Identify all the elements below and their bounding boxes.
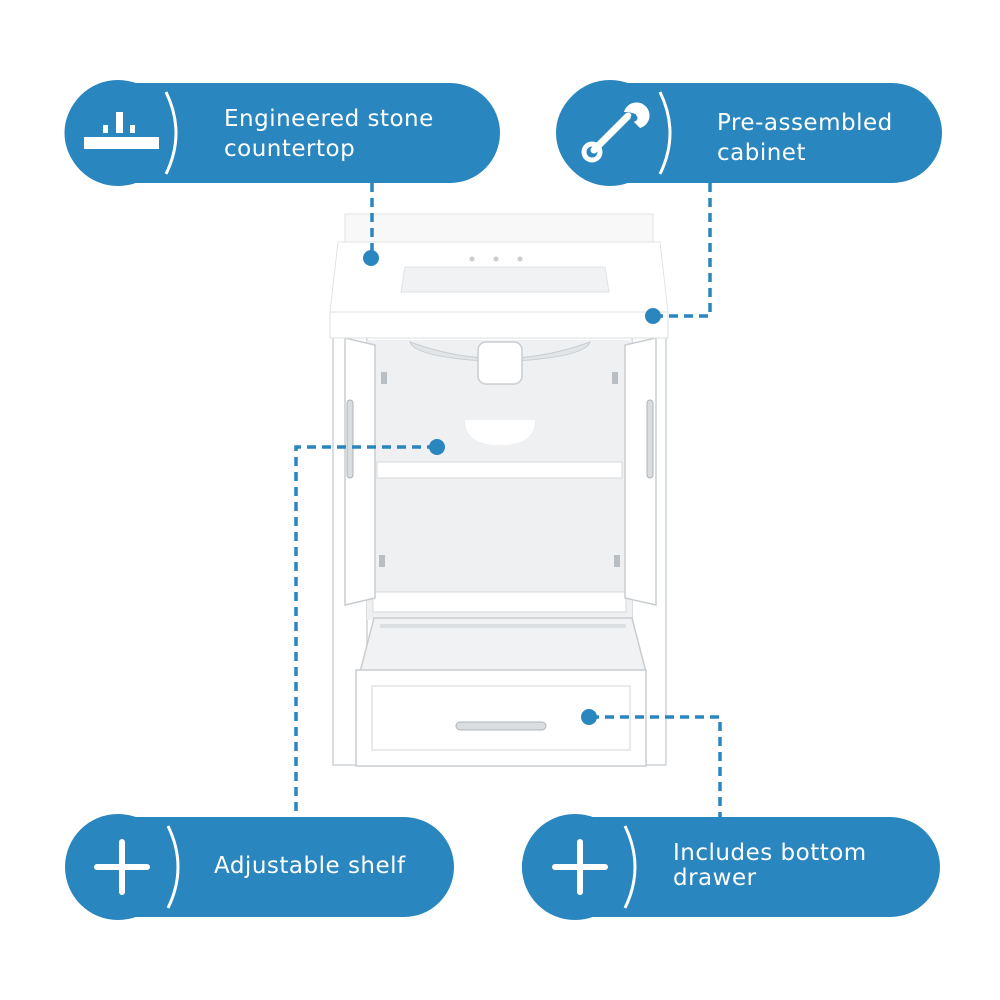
plus-icon (94, 839, 150, 895)
shelf-callout-line1: Adjustable shelf (214, 853, 406, 879)
callout-cabinet (556, 80, 942, 186)
callout-countertop (61, 80, 500, 186)
connector-lines (294, 183, 722, 823)
countertop-icon (84, 112, 159, 149)
shelf-dot (429, 439, 445, 455)
wrench-icon (581, 102, 650, 163)
connector-dots (363, 250, 661, 725)
shelf-callout-text: Adjustable shelf (214, 851, 406, 881)
drawer-connector (590, 715, 722, 818)
cabinet-connector (656, 183, 712, 318)
callout-drawer (522, 814, 940, 920)
left-door (344, 337, 376, 606)
shelf-connector (294, 445, 436, 823)
countertop-callout-line1: Engineered stone (224, 106, 434, 132)
countertop-callout-line2: countertop (224, 136, 356, 162)
countertop-callout-text: Engineered stone countertop (224, 104, 434, 164)
countertop-dot (363, 250, 379, 266)
cabinet-callout-line1: Pre-assembled (717, 110, 893, 136)
drawer-callout-line2: drawer (673, 865, 757, 891)
callout-shelf (65, 814, 454, 920)
countertop (329, 213, 669, 339)
drawer-callout-text: Includes bottom drawer (673, 841, 867, 891)
bottom-drawer (355, 617, 647, 767)
cabinet-callout-line2: cabinet (717, 140, 806, 166)
plus-icon (552, 839, 608, 895)
cabinet-dot (645, 308, 661, 324)
drawer-dot (581, 709, 597, 725)
drawer-callout-line1: Includes bottom (673, 840, 867, 866)
right-door (624, 337, 657, 606)
cabinet-callout-text: Pre-assembled cabinet (717, 108, 893, 168)
